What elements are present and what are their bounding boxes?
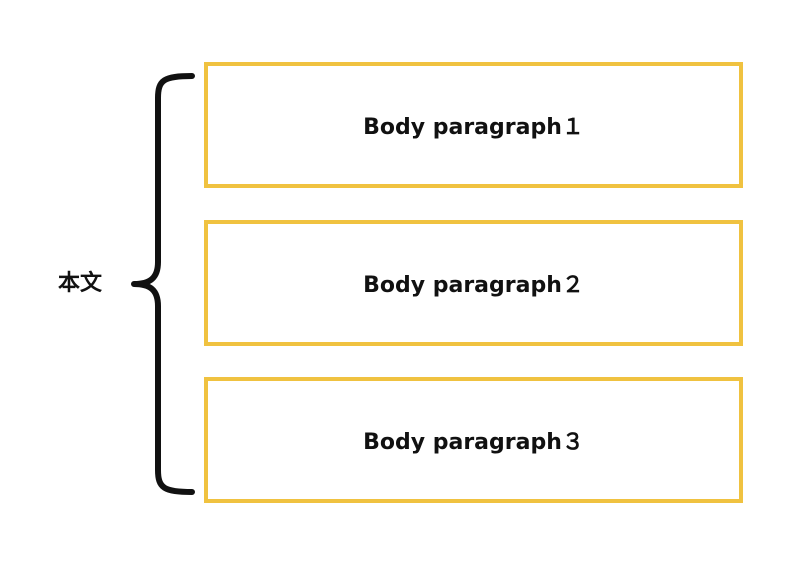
body-paragraph-label-3: Body paragraph３ [363, 430, 584, 455]
curly-brace-icon [131, 73, 195, 495]
body-paragraph-label-2: Body paragraph２ [363, 273, 584, 298]
body-group-label: 本文 [58, 271, 103, 296]
body-paragraph-label-1: Body paragraph１ [363, 115, 584, 140]
body-paragraph-box-2: Body paragraph２ [204, 220, 743, 346]
body-paragraph-box-3: Body paragraph３ [204, 377, 743, 503]
body-paragraph-box-1: Body paragraph１ [204, 62, 743, 188]
